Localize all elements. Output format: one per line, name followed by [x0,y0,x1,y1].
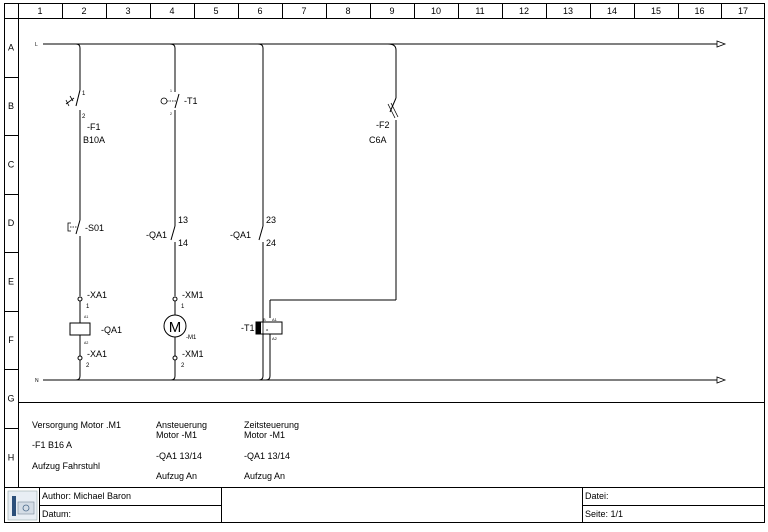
t1-contact-pin-bottom: 2 [170,112,172,116]
row-label: F [8,335,14,345]
motor-symbol-letter: M [169,319,182,336]
xa1-bottom-ref: -XA1 [87,349,107,359]
column-label: 14 [607,6,617,16]
description-supply: Versorgung Motor .M1 -F1 B16 A Aufzug Fa… [32,420,121,471]
column-label: 8 [345,6,350,16]
qa1-c2-pin-top: 23 [266,215,276,225]
column-label: 17 [738,6,748,16]
row-label: G [7,394,14,404]
timer-coil-t1-symbol [255,299,396,381]
column-label: 7 [301,6,306,16]
f1-rating: B10A [83,135,105,145]
svg-text:Motor -M1: Motor -M1 [244,430,285,440]
xm1-top-pin: 1 [181,304,185,310]
t1-coil-ref: -T1 [241,323,255,333]
qa1-c1-ref: -QA1 [146,230,167,240]
svg-text:Aufzug An: Aufzug An [156,471,197,481]
row-label: H [8,453,15,463]
pushbutton-s01-symbol [67,219,81,296]
description-control: Ansteuerung Motor -M1 -QA1 13/14 Aufzug … [156,420,207,481]
svg-text:-QA1 13/14: -QA1 13/14 [244,451,290,461]
motor-ref: -M1 [186,335,197,341]
description-timer: Zeitsteuerung Motor -M1 -QA1 13/14 Aufzu… [244,420,299,481]
qa1-c1-pin-top: 13 [178,215,188,225]
t1-contact-pin-top: 1 [170,89,172,93]
title-block: Author: Michael Baron Datum: Datei: Seit… [39,487,765,522]
xa1-top-ref: -XA1 [87,290,107,300]
row-label: A [8,43,14,53]
logo-icon [7,490,38,521]
column-label: 10 [431,6,441,16]
row-label: B [8,101,14,111]
svg-text:Aufzug Fahrstuhl: Aufzug Fahrstuhl [32,461,100,471]
contactor-coil-qa1 [69,322,91,336]
column-label: 11 [475,6,484,16]
xa1-top-pin: 1 [86,304,90,310]
contact-qa1-23-24-symbol [258,216,264,376]
f1-pin-bottom: 2 [82,114,86,120]
column-label: 13 [563,6,573,16]
qa1-coil-a1: A1 [84,315,88,319]
qa1-coil-ref: -QA1 [101,325,122,335]
t1-coil-a1: A1 [272,317,278,322]
qa1-c1-pin-bottom: 14 [178,238,188,248]
row-label: C [8,160,15,170]
qa1-c2-pin-bottom: 24 [266,238,276,248]
row-label: D [8,218,15,228]
breaker-f2-symbol [387,97,399,300]
author-label: Author: Michael Baron [42,491,131,501]
row-header: A B C D E F G H [7,43,14,463]
svg-text:Zeitsteuerung: Zeitsteuerung [244,420,299,430]
column-label: 15 [651,6,661,16]
t1-coil-extra: B [263,317,266,322]
column-label: 5 [213,6,218,16]
svg-text:Motor -M1: Motor -M1 [156,430,197,440]
s01-ref: -S01 [85,223,104,233]
file-label: Datei: [585,491,609,501]
t1-coil-a2: A2 [272,336,278,341]
column-label: 4 [169,6,174,16]
svg-text:Ansteuerung: Ansteuerung [156,420,207,430]
xa1-bottom-pin: 2 [86,363,90,369]
column-label: 9 [389,6,394,16]
date-label: Datum: [42,509,71,519]
row-label: E [8,277,14,287]
f1-pin-top: 1 [82,91,86,97]
qa1-coil-a2: A2 [84,341,88,345]
f1-ref: -F1 [87,122,101,132]
svg-text:Versorgung Motor .M1: Versorgung Motor .M1 [32,420,121,430]
t1-coil-inner: o [266,327,269,332]
svg-text:-F1 B16 A: -F1 B16 A [32,440,72,450]
column-label: 2 [81,6,86,16]
timer-contact-t1-symbol [160,93,180,216]
column-label: 6 [257,6,262,16]
contact-qa1-13-14-symbol [170,216,176,296]
column-label: 12 [519,6,529,16]
qa1-c2-ref: -QA1 [230,230,251,240]
xm1-bottom-pin: 2 [181,363,185,369]
f2-ref: -F2 [376,120,390,130]
rail-label-bottom: N [35,378,39,384]
xm1-top-ref: -XM1 [182,290,204,300]
f2-rating: C6A [369,135,387,145]
svg-text:Aufzug An: Aufzug An [244,471,285,481]
svg-text:-QA1 13/14: -QA1 13/14 [156,451,202,461]
rail-label-top: L [35,42,38,48]
column-label: 16 [694,6,704,16]
t1-contact-ref: -T1 [184,96,198,106]
column-label: 3 [125,6,130,16]
page-label: Seite: 1/1 [585,509,623,519]
column-label: 1 [37,6,42,16]
breaker-f1-symbol [65,89,81,220]
xm1-bottom-ref: -XM1 [182,349,204,359]
